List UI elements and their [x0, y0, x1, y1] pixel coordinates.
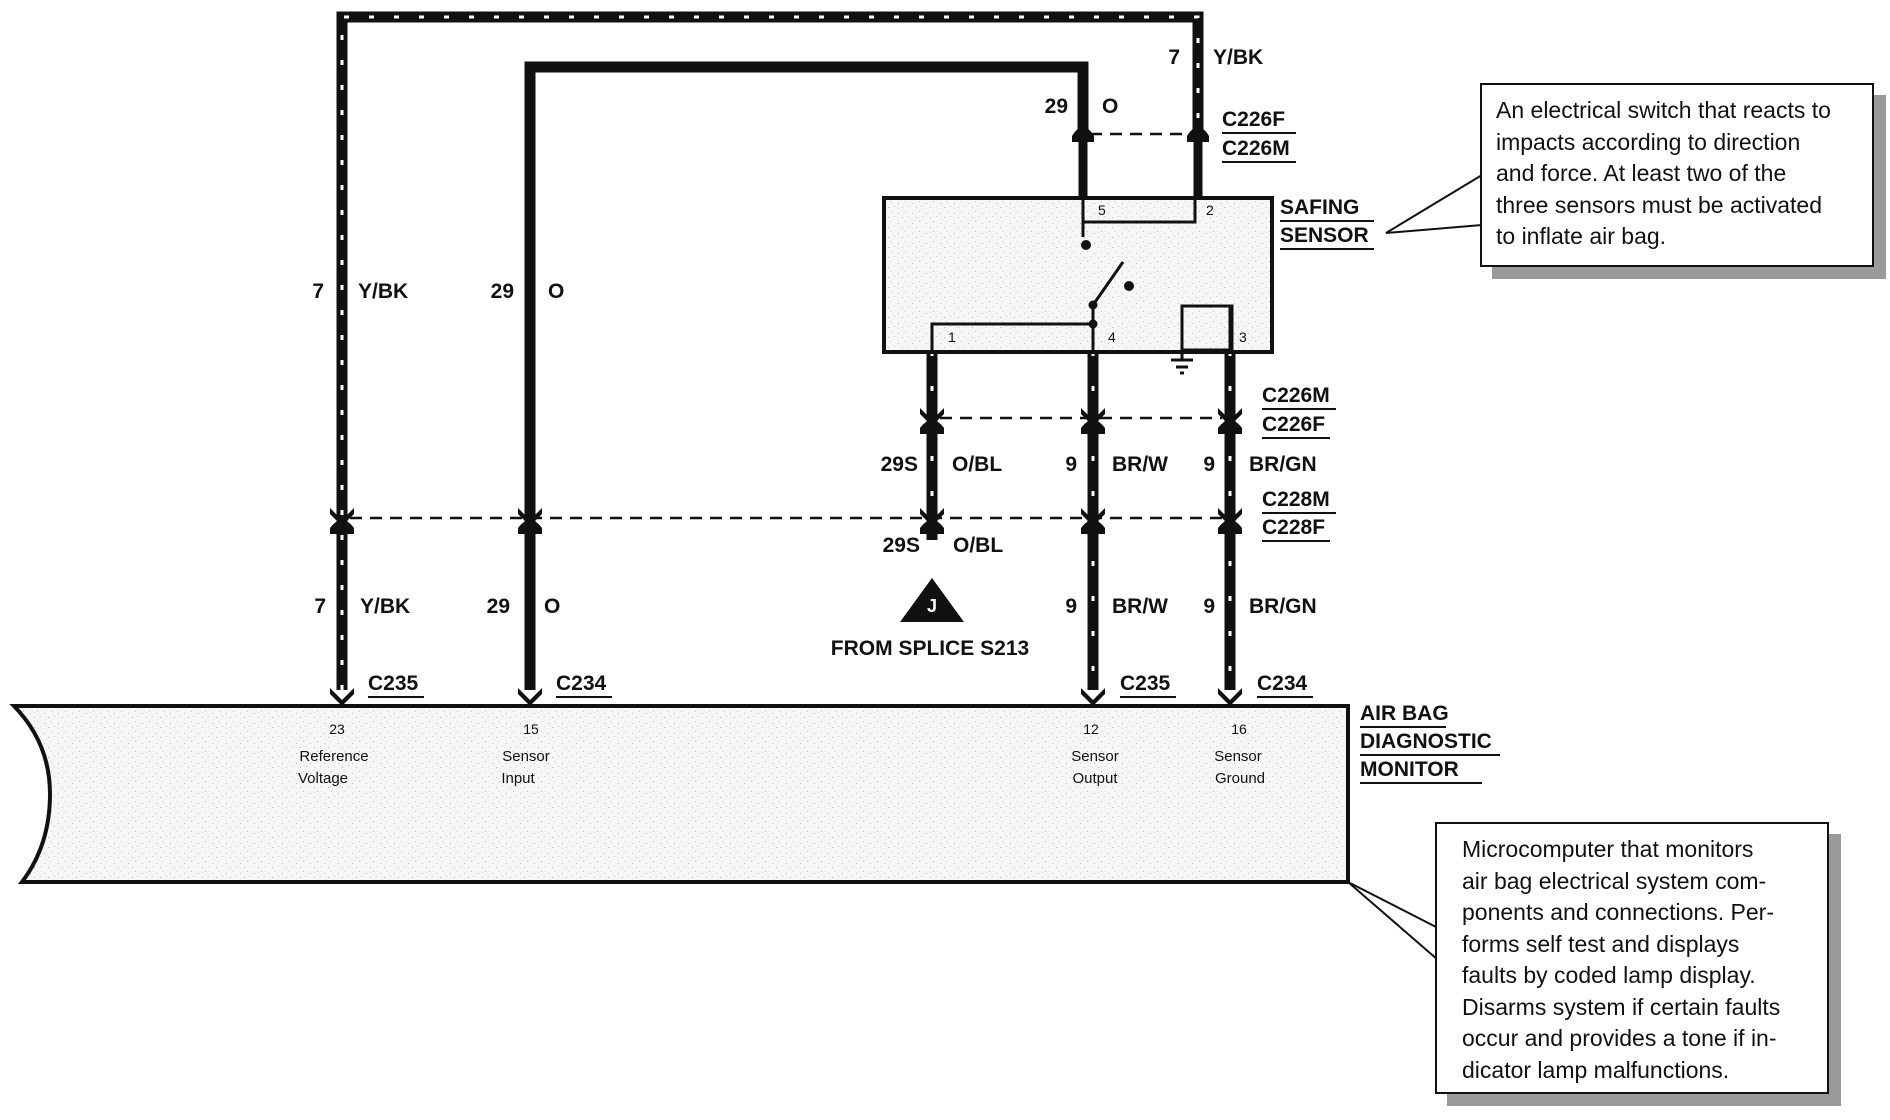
connector-label-c226f-mid: C226F	[1262, 413, 1325, 436]
wire-label-circuit: 7	[314, 595, 326, 618]
wire-label-color: O	[1102, 95, 1118, 118]
callout-line: dicator lamp malfunctions.	[1462, 1056, 1730, 1083]
safing-pin-3: 3	[1239, 329, 1247, 345]
callout-line: forms self test and displays	[1462, 930, 1740, 957]
wire-label-circuit: 9	[1203, 595, 1215, 618]
svg-text:12: 12	[1083, 721, 1099, 737]
wire-label-circuit: 29	[487, 595, 510, 618]
svg-text:Output: Output	[1072, 770, 1118, 787]
wire-ref-voltage	[336, 11, 1204, 690]
callout-line: Disarms system if certain faults	[1462, 993, 1781, 1020]
connector-label-c226m-top: C226M	[1222, 137, 1290, 160]
svg-text:Sensor: Sensor	[502, 748, 550, 765]
wire-sensor-input	[524, 61, 1089, 690]
monitor-pin-23: 23 Reference Voltage	[298, 721, 369, 787]
connector-label-c235-right: C235	[1120, 672, 1171, 695]
safing-pin-2: 2	[1206, 202, 1214, 218]
connector-label-c228m: C228M	[1262, 488, 1330, 511]
connector-label-c234-right: C234	[1257, 672, 1308, 695]
monitor-callout-leader	[1347, 881, 1439, 961]
svg-text:16: 16	[1231, 721, 1247, 737]
wire-label-circuit: 7	[1168, 46, 1180, 69]
callout-line: occur and provides a tone if in-	[1462, 1025, 1777, 1051]
connector-label-c234-left: C234	[556, 672, 607, 695]
monitor-pin-12: 12 Sensor Output	[1071, 721, 1119, 787]
safing-callout-leader	[1385, 174, 1483, 234]
air-bag-diagnostic-monitor	[9, 704, 1350, 884]
wire-label-color: BR/GN	[1249, 595, 1317, 618]
monitor-pin-15: 15 Sensor Input	[501, 721, 549, 787]
wire-label-color: Y/BK	[358, 280, 408, 303]
wire-label-color: BR/W	[1112, 595, 1168, 618]
monitor-title-3: MONITOR	[1360, 758, 1459, 781]
connector-label-c235-left: C235	[368, 672, 419, 695]
wire-label-color: BR/W	[1112, 453, 1168, 476]
wire-label-circuit: 29S	[881, 453, 918, 476]
wire-label-circuit: 29	[491, 280, 514, 303]
safing-sensor-title-1: SAFING	[1280, 196, 1359, 219]
monitor-title-2: DIAGNOSTIC	[1360, 730, 1492, 753]
callout-line: Microcomputer that monitors	[1462, 836, 1754, 862]
wire-label-color: BR/GN	[1249, 453, 1317, 476]
wire-label-circuit: 9	[1065, 453, 1077, 476]
splice-label: FROM SPLICE S213	[831, 637, 1029, 660]
callout-line: An electrical switch that reacts to	[1496, 97, 1831, 123]
wire-label-color: O	[548, 280, 564, 303]
connector-label-c228f: C228F	[1262, 516, 1325, 539]
monitor-pin-16: 16 Sensor Ground	[1214, 721, 1265, 787]
connector-pins	[330, 127, 1242, 706]
monitor-title-1: AIR BAG	[1360, 702, 1449, 725]
connector-label-c226f-top: C226F	[1222, 108, 1285, 131]
wire-label-color: O/BL	[952, 453, 1002, 476]
wire-label-circuit: 9	[1065, 595, 1077, 618]
svg-text:Reference: Reference	[299, 748, 368, 765]
svg-text:Input: Input	[501, 770, 535, 787]
callout-line: faults by coded lamp display.	[1462, 962, 1756, 988]
safing-pin-1: 1	[948, 329, 956, 345]
splice-letter: J	[927, 596, 937, 616]
connector-label-c226m-mid: C226M	[1262, 384, 1330, 407]
callout-safing-sensor: An electrical switch that reacts to impa…	[1480, 83, 1874, 267]
wire-label-circuit: 9	[1203, 453, 1215, 476]
wire-label-color: O	[544, 595, 560, 618]
wire-label-color: Y/BK	[360, 595, 410, 618]
wire-label-circuit: 29	[1045, 95, 1068, 118]
svg-text:Sensor: Sensor	[1214, 748, 1262, 765]
svg-text:Sensor: Sensor	[1071, 748, 1119, 765]
callout-line: and force. At least two of the	[1496, 160, 1787, 186]
callout-line: air bag electrical system com-	[1462, 867, 1767, 894]
svg-text:15: 15	[523, 721, 539, 737]
svg-text:Voltage: Voltage	[298, 770, 348, 787]
svg-text:Ground: Ground	[1215, 770, 1265, 787]
callout-line: impacts according to direction	[1496, 128, 1801, 155]
safing-sensor-title-2: SENSOR	[1280, 224, 1369, 247]
safing-pin-5: 5	[1098, 202, 1106, 218]
callout-line: to inflate air bag.	[1496, 223, 1667, 249]
svg-text:23: 23	[329, 721, 345, 737]
wire-label-color: Y/BK	[1213, 46, 1263, 69]
callout-line: three sensors must be activated	[1496, 191, 1822, 218]
wire-label-circuit: 7	[312, 280, 324, 303]
safing-pin-4: 4	[1108, 329, 1116, 345]
safing-sensor: 5 2 1 4 3	[882, 196, 1274, 375]
wire-label-circuit: 29S	[883, 534, 920, 557]
callout-diagnostic-monitor: Microcomputer that monitors air bag elec…	[1435, 822, 1829, 1094]
callout-line: ponents and connections. Per-	[1462, 899, 1774, 925]
wire-label-color: O/BL	[953, 534, 1003, 557]
splice-s213: J	[900, 578, 964, 622]
